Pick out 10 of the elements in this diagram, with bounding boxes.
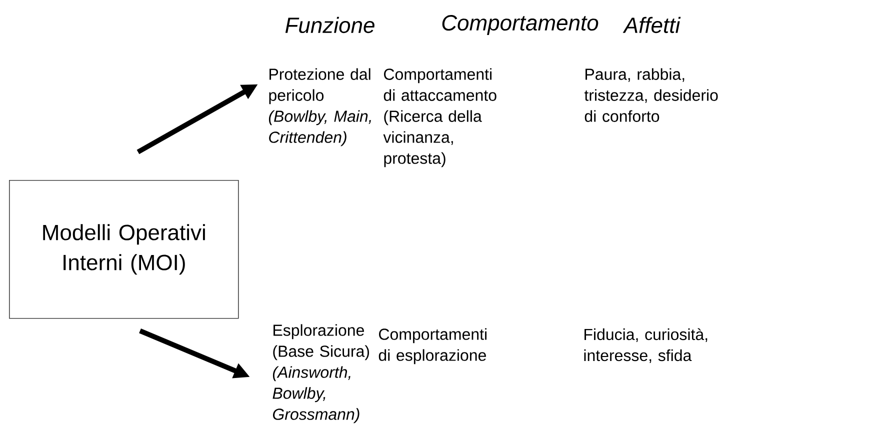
cell-text: Fiducia, curiosità, interesse, sfida bbox=[584, 328, 708, 363]
column-header: Funzione bbox=[285, 16, 374, 34]
function-text: Protezione dal pericolo (Bowlby, Main, Crittenden) bbox=[268, 68, 371, 146]
column-header: Affetti bbox=[622, 16, 681, 34]
process-box: Modelli Operativi Interni (MOI) bbox=[9, 180, 239, 319]
column-header: Comportamento bbox=[442, 15, 598, 35]
cell-text: Comportamenti di attaccamento (Ricerca della vicinanza, protesta) bbox=[383, 68, 496, 168]
cell-text: Comportamenti di esplorazione bbox=[378, 328, 486, 364]
cell-text: Paura, rabbia, tristezza, desiderio di conforto bbox=[584, 68, 718, 122]
function-text: Esplorazione (Base Sicura) (Ainsworth, Bowlby, Grossmann) bbox=[272, 324, 369, 424]
